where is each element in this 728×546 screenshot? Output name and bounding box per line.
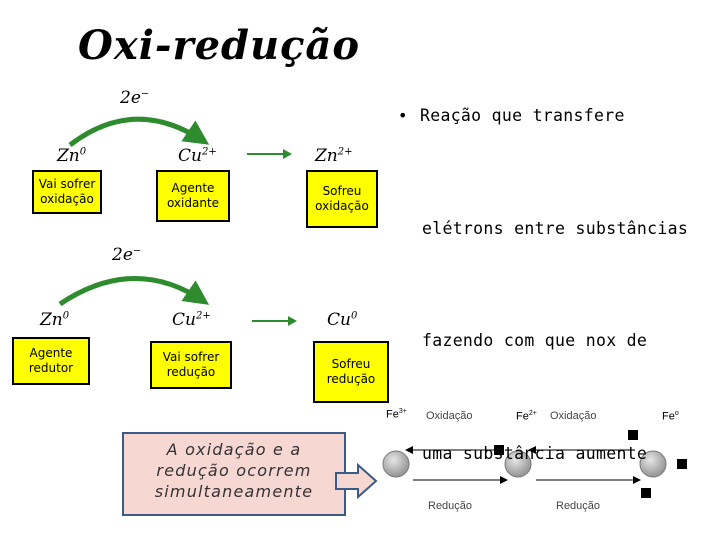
iron-atoms-and-arrows (382, 446, 667, 484)
reaction-arrow-2 (252, 316, 297, 326)
callout-arrow-icon (335, 463, 378, 499)
bullet-line-4: uma substância aumente (422, 444, 648, 463)
species-zn2-1: Zn2+ (315, 146, 353, 166)
oxidation-label-2: Oxidação (550, 410, 597, 422)
electrons-label-1: 2e− (120, 88, 150, 108)
bullet-line-1: Reação que transfere (420, 106, 625, 125)
selection-handle (677, 459, 687, 469)
bullet-icon: • (398, 106, 408, 125)
selection-handle (494, 445, 504, 455)
electron-transfer-arrow-2 (58, 276, 210, 307)
reduction-label-1: Redução (428, 500, 473, 512)
species-zn0-2: Zn0 (40, 310, 70, 330)
oxidation-label-1: Oxidação (426, 410, 473, 422)
ion-fe3: Fe3+ (386, 408, 407, 421)
species-cu2-1: Cu2+ (178, 146, 217, 166)
reaction-arrow-1 (247, 149, 292, 159)
electron-transfer-arrow-1 (68, 116, 210, 147)
ion-fe2: Fe2+ (516, 410, 537, 423)
callout-line-3: simultaneamente (154, 482, 314, 501)
simultaneous-callout: A oxidação e a redução ocorrem simultane… (122, 432, 346, 516)
selection-handle (641, 488, 651, 498)
selection-handle (628, 430, 638, 440)
bullet-line-3: fazendo com que nox de (422, 331, 648, 350)
bullet-line-2: elétrons entre substâncias (422, 219, 689, 238)
species-cu0-2: Cu0 (327, 310, 358, 330)
callout-line-2: redução ocorrem (156, 461, 312, 480)
callout-line-1: A oxidação e a (166, 440, 302, 459)
species-zn0-1: Zn0 (57, 146, 87, 166)
reduction-label-2: Redução (556, 500, 601, 512)
slide-title: Oxi-redução (78, 22, 361, 69)
ion-fe0: Feo (662, 410, 679, 423)
species-cu2-2: Cu2+ (172, 310, 211, 330)
electrons-label-2: 2e− (112, 245, 142, 265)
